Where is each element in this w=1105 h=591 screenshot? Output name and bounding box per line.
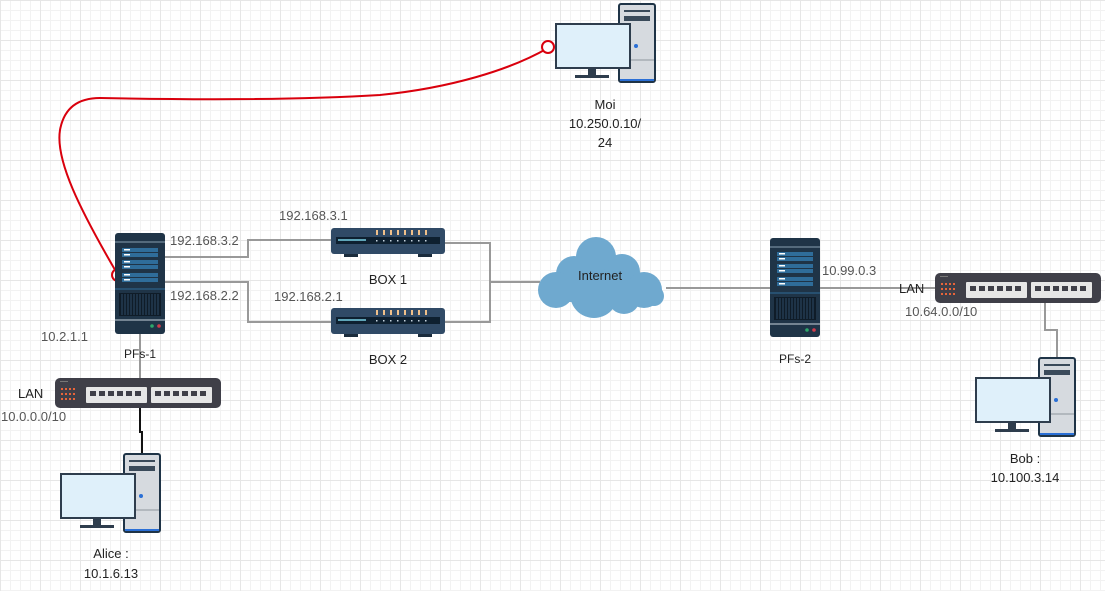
pfs2-if-wan-label: 10.99.0.3 bbox=[822, 263, 877, 278]
pfs1-if-box1-label: 192.168.3.2 bbox=[170, 233, 239, 248]
server-rack-icon bbox=[770, 238, 820, 337]
internet-label: Internet bbox=[578, 268, 623, 283]
network-switch-icon bbox=[55, 378, 221, 408]
link-box2-internet[interactable] bbox=[444, 282, 491, 323]
alice-ip-label: 10.1.6.13 bbox=[83, 566, 139, 581]
pfs2-name-label: PFs-2 bbox=[778, 352, 812, 366]
lan-right-subnet-label: 10.64.0.0/10 bbox=[905, 304, 978, 319]
pfs1-name-label: PFs-1 bbox=[123, 347, 157, 361]
link-pfs1-moi-selected[interactable] bbox=[58, 47, 549, 276]
network-switch-icon bbox=[935, 273, 1101, 303]
bob-name-label: Bob : bbox=[1009, 451, 1041, 466]
link-box1-internet[interactable] bbox=[444, 242, 540, 283]
bob-ip-label: 10.100.3.14 bbox=[990, 470, 1060, 485]
router-icon bbox=[331, 308, 445, 337]
desktop-computer-icon bbox=[60, 453, 161, 533]
lan-right-label: LAN bbox=[899, 281, 925, 296]
firewall-pfs2[interactable] bbox=[770, 238, 820, 337]
box1-ip-label: 192.168.3.1 bbox=[279, 208, 348, 223]
lan-left-label: LAN bbox=[18, 386, 44, 401]
link-lan-left-alice[interactable] bbox=[139, 406, 143, 455]
internet-cloud[interactable]: Internet bbox=[534, 232, 670, 320]
computer-bob[interactable] bbox=[975, 357, 1077, 437]
router-icon bbox=[331, 228, 445, 257]
moi-name-label: Moi bbox=[594, 97, 616, 112]
lan-left-subnet-label: 10.0.0.0/10 bbox=[1, 409, 67, 424]
link-pfs1-box1[interactable] bbox=[164, 239, 333, 258]
link-pfs1-box2[interactable] bbox=[164, 281, 333, 323]
box2-name-label: BOX 2 bbox=[368, 352, 408, 367]
router-box1[interactable] bbox=[330, 228, 446, 258]
alice-name-label: Alice : bbox=[93, 546, 129, 561]
link-lan-right-bob[interactable] bbox=[1044, 302, 1058, 358]
desktop-computer-icon bbox=[555, 3, 656, 83]
cloud-icon bbox=[538, 237, 664, 318]
desktop-computer-icon bbox=[975, 357, 1076, 437]
computer-alice[interactable] bbox=[60, 453, 162, 533]
box2-ip-label: 192.168.2.1 bbox=[274, 289, 343, 304]
firewall-pfs1[interactable] bbox=[115, 233, 165, 334]
link-endpoint-handle[interactable] bbox=[541, 40, 555, 54]
switch-lan-left[interactable] bbox=[55, 378, 221, 408]
server-rack-icon bbox=[115, 233, 165, 334]
computer-moi[interactable] bbox=[555, 3, 657, 83]
pfs1-if-box2-label: 192.168.2.2 bbox=[170, 288, 239, 303]
moi-ip-mask-label: 24 bbox=[597, 135, 613, 150]
pfs1-if-lan-label: 10.2.1.1 bbox=[41, 329, 88, 344]
box1-name-label: BOX 1 bbox=[368, 272, 408, 287]
moi-ip-label: 10.250.0.10/ bbox=[568, 116, 642, 131]
router-box2[interactable] bbox=[330, 308, 446, 338]
switch-lan-right[interactable] bbox=[935, 273, 1101, 303]
